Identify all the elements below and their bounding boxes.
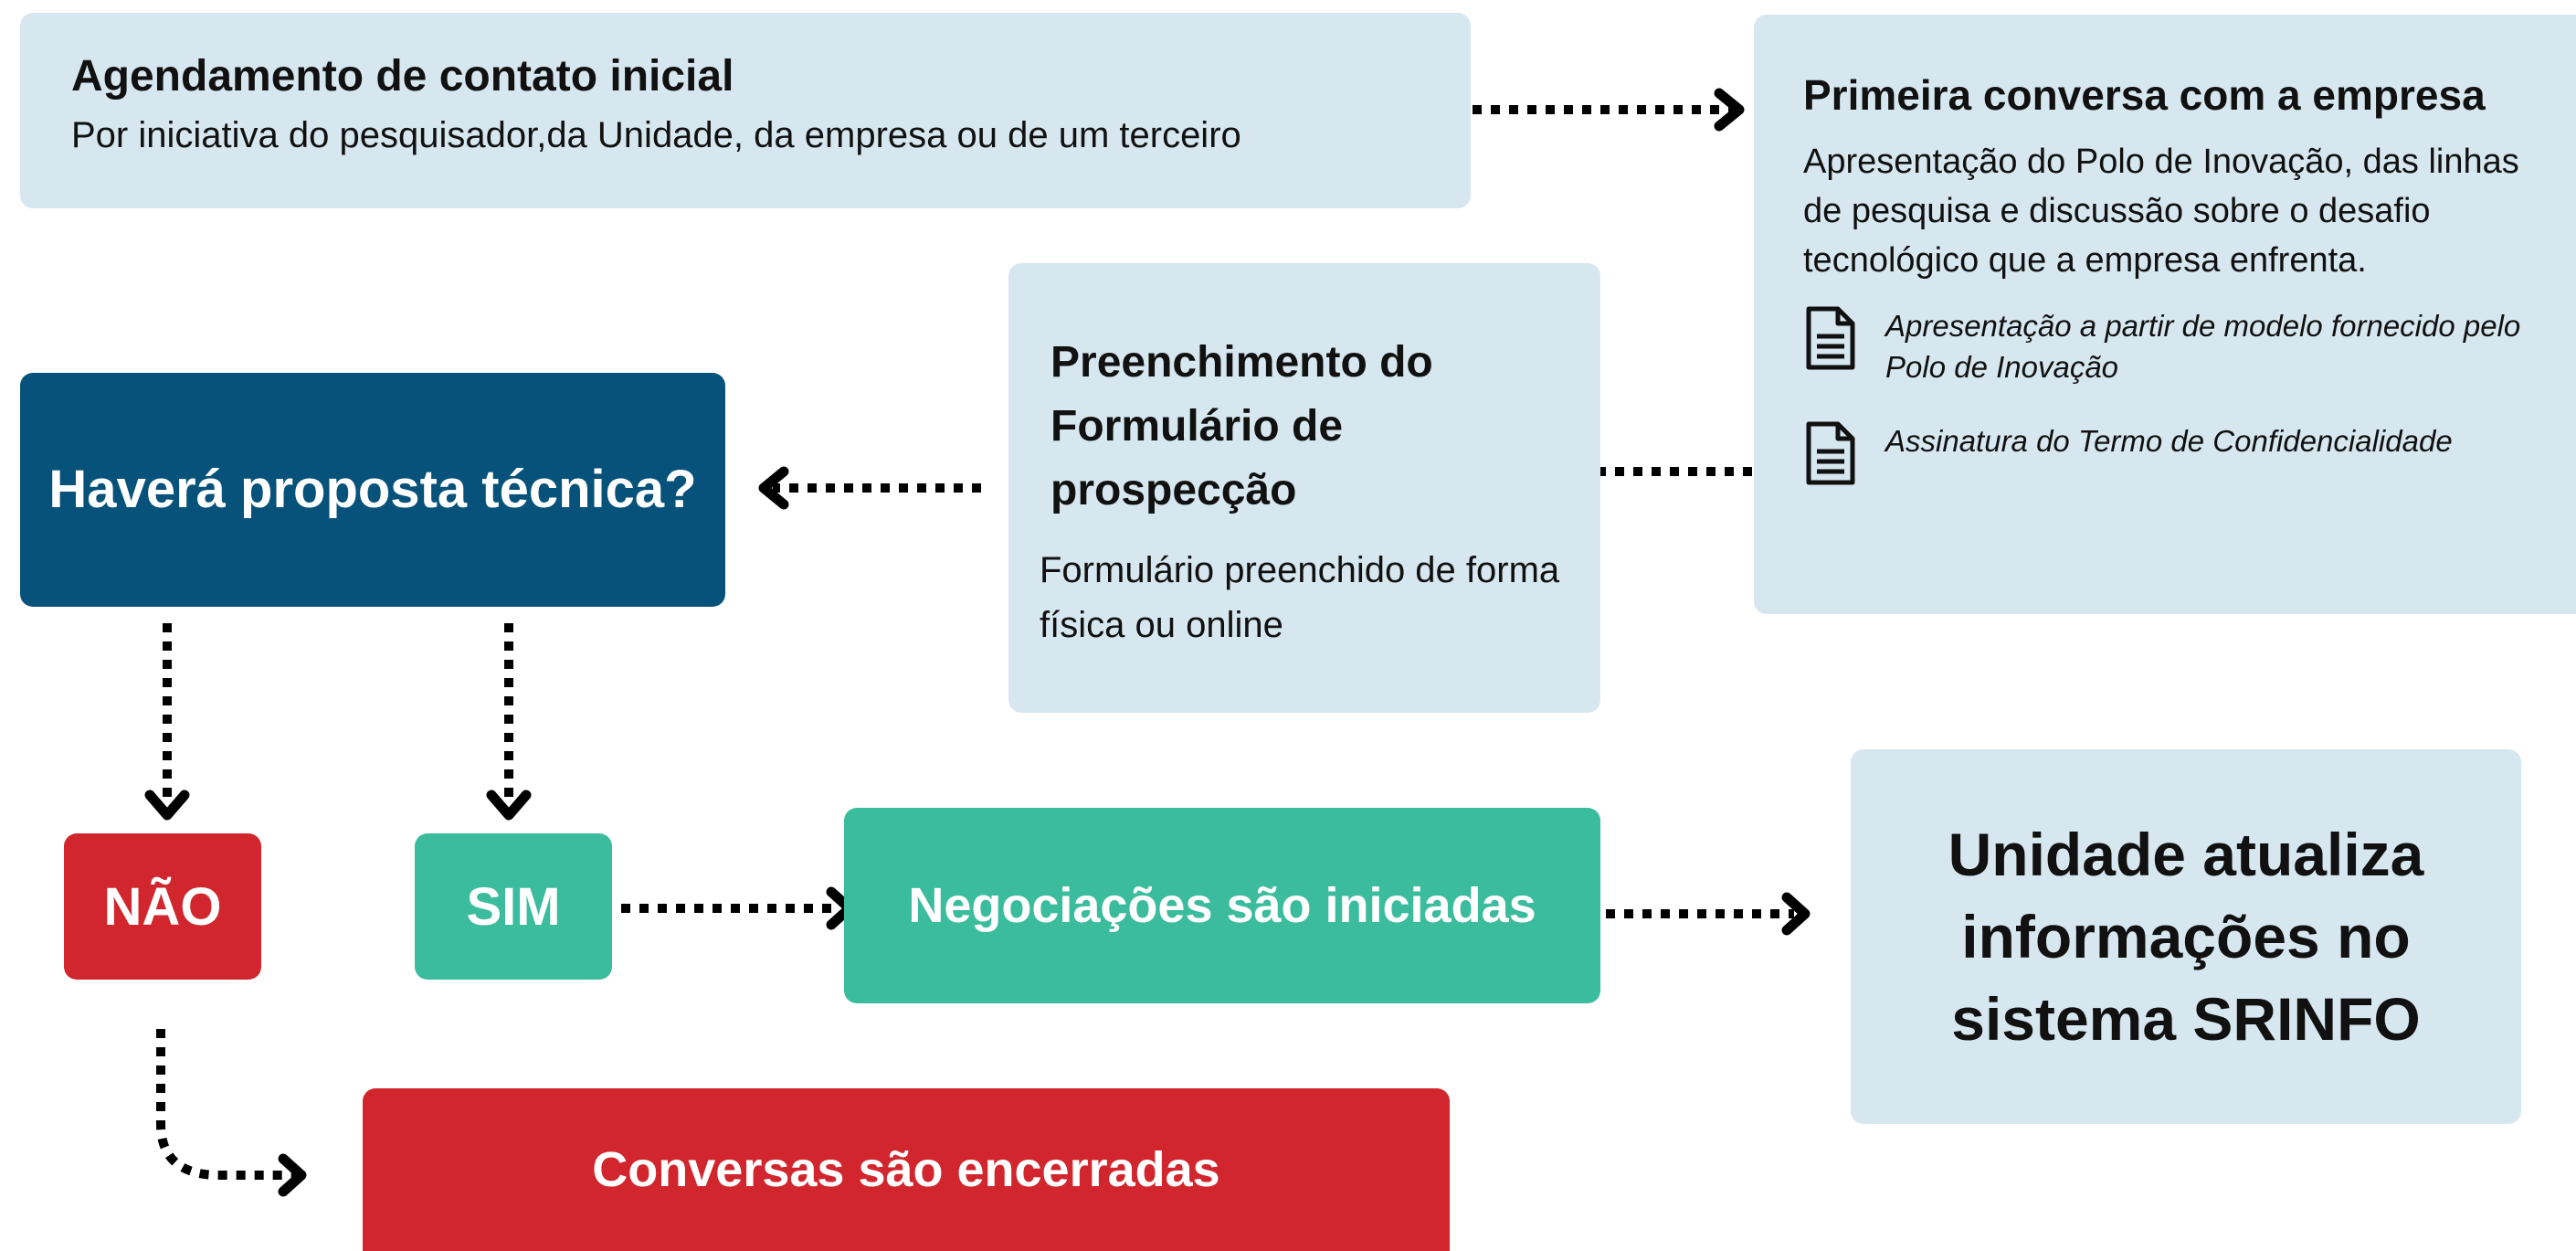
arrowhead-nao: [144, 790, 190, 821]
agendamento-box: Agendamento de contato inicial Por inici…: [20, 13, 1471, 208]
primeira-note-2: Assinatura do Termo de Confidencialidade: [1885, 424, 2453, 458]
sim-box: SIM: [415, 833, 612, 980]
primeira-body: Apresentação do Polo de Inovação, das li…: [1803, 143, 2519, 280]
primeira-note-1: Apresentação a partir de modelo fornecid…: [1885, 309, 2521, 384]
negociacoes-label: Negociações são iniciadas: [908, 878, 1536, 933]
preenchimento-body: Formulário preenchido de forma física ou…: [1040, 550, 1560, 645]
arrowhead-primeira: [1714, 88, 1745, 132]
preenchimento-box: Preenchimento do Formulário de prospecçã…: [1008, 263, 1600, 713]
arrowhead-unidade: [1781, 892, 1811, 936]
arrowhead-encerradas: [278, 1153, 307, 1197]
encerradas-box: Conversas são encerradas: [363, 1088, 1450, 1251]
negociacoes-box: Negociações são iniciadas: [844, 808, 1600, 1003]
question-label: Haverá proposta técnica?: [48, 460, 697, 519]
primeira-note-row-2: Assinatura do Termo de Confidencialidade: [1803, 420, 2539, 486]
nao-box: NÃO: [64, 833, 261, 980]
arrow-nao-to-encerradas: [156, 1029, 298, 1180]
primeira-note-row-1: Apresentação a partir de modelo fornecid…: [1803, 305, 2539, 387]
question-box: Haverá proposta técnica?: [20, 373, 725, 607]
primeira-conversa-box: Primeira conversa com a empresa Apresent…: [1754, 15, 2576, 614]
primeira-title: Primeira conversa com a empresa: [1803, 71, 2486, 119]
agendamento-subtitle: Por iniciativa do pesquisador,da Unidade…: [71, 115, 1241, 155]
unidade-label: Unidade atualiza informações no sistema …: [1948, 821, 2424, 1053]
document-icon: [1806, 421, 1855, 485]
sim-label: SIM: [466, 876, 561, 937]
arrowhead-question: [758, 466, 789, 510]
arrowhead-sim: [486, 790, 532, 821]
document-icon: [1806, 306, 1855, 370]
unidade-box: Unidade atualiza informações no sistema …: [1851, 749, 2521, 1124]
agendamento-title: Agendamento de contato inicial: [71, 52, 734, 101]
nao-label: NÃO: [103, 876, 222, 937]
encerradas-label: Conversas são encerradas: [592, 1142, 1220, 1197]
preenchimento-title: Preenchimento do Formulário de prospecçã…: [1050, 338, 1433, 514]
